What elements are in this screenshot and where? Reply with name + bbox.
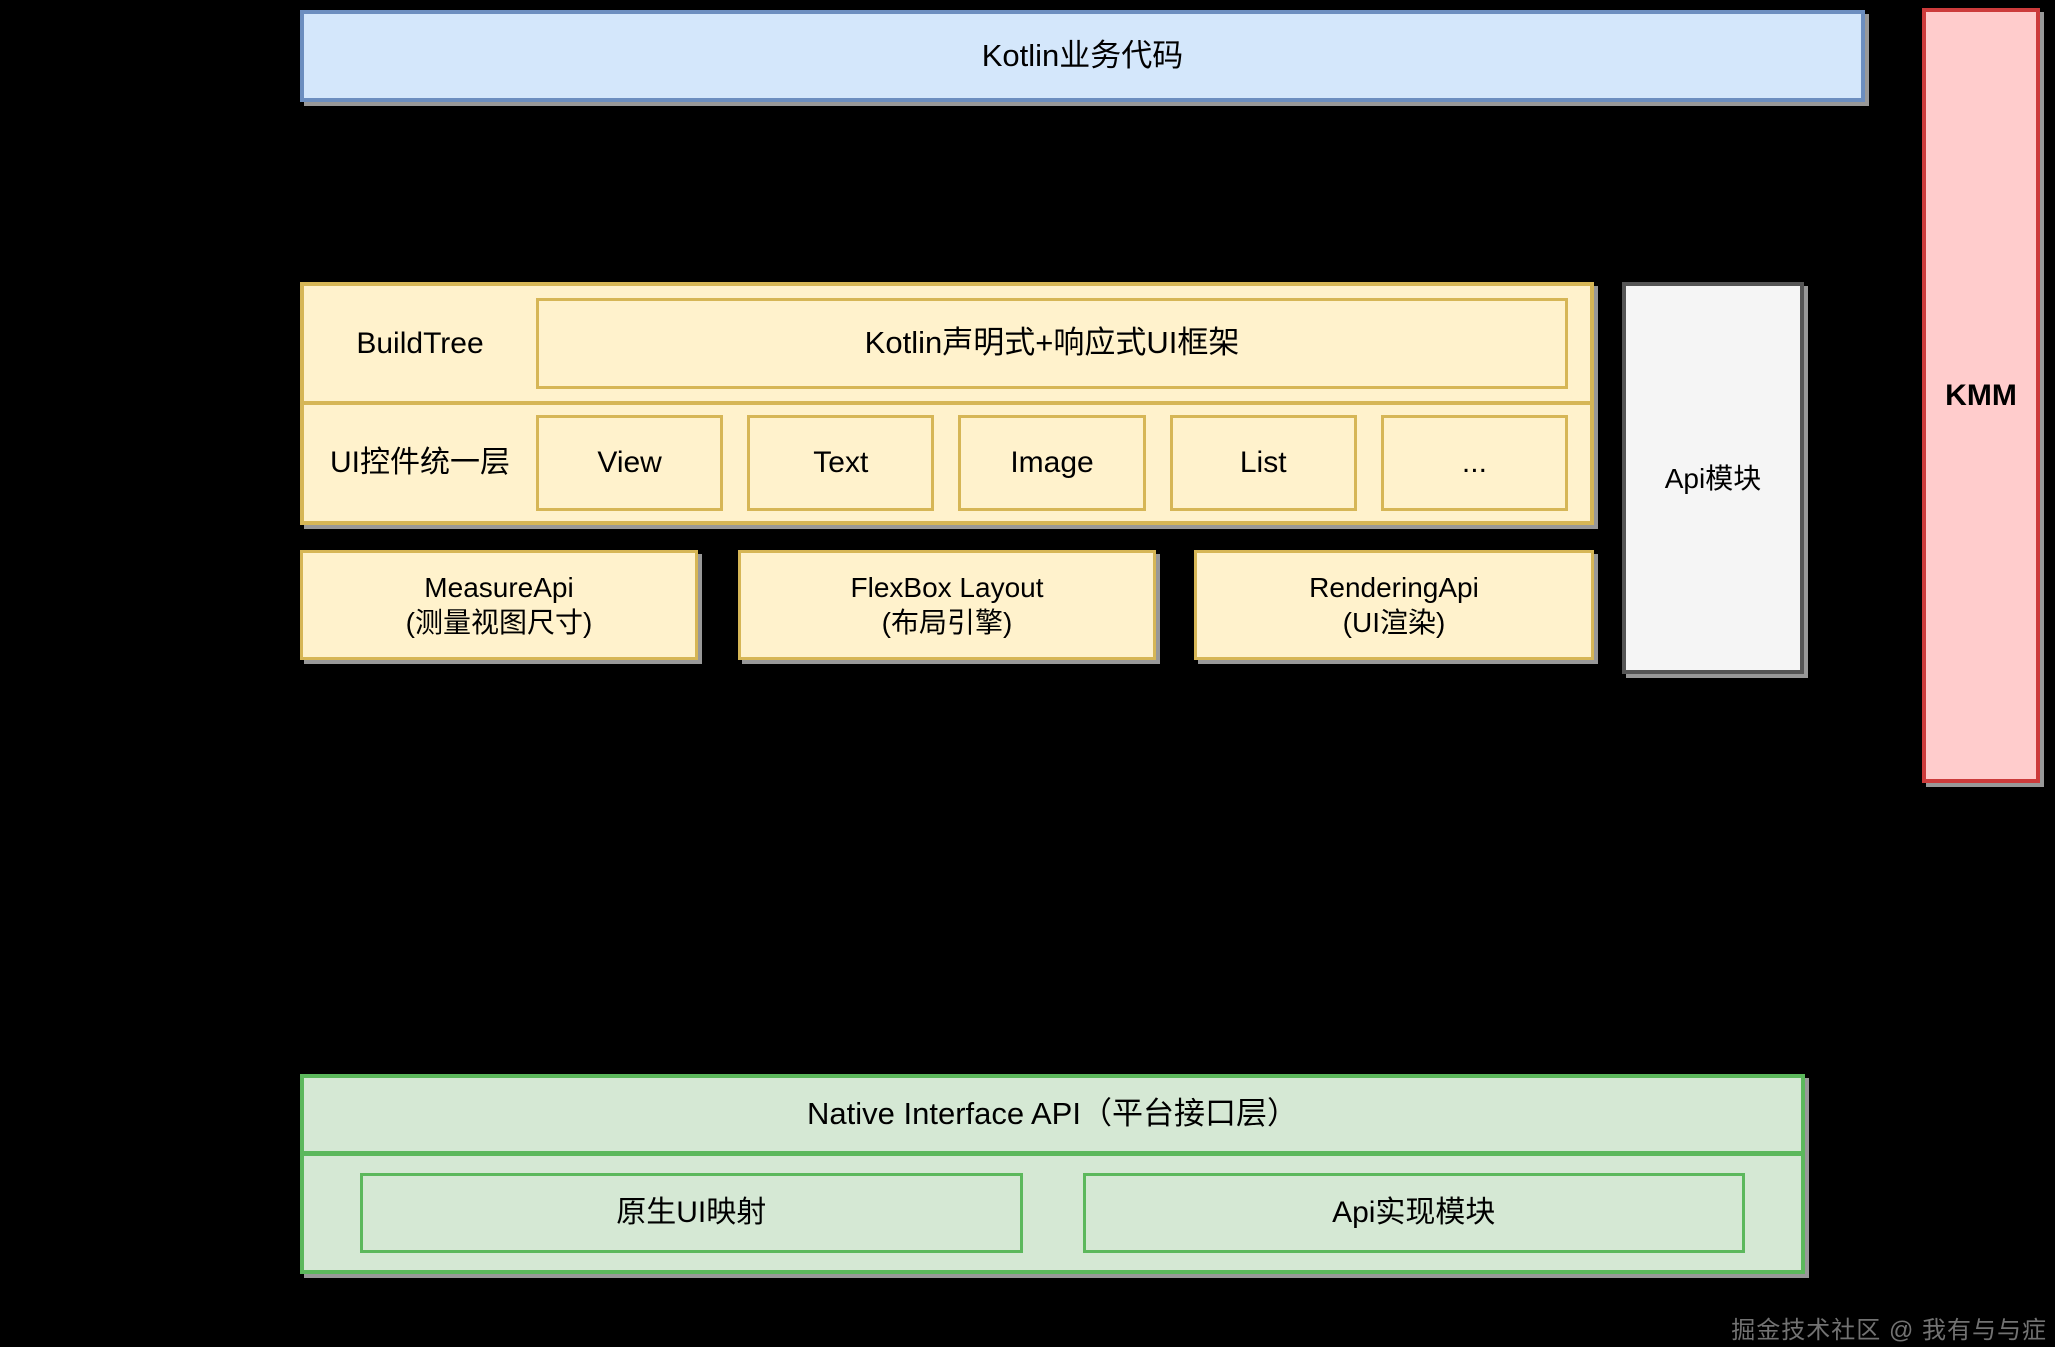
native-interface-api-label: Native Interface API（平台接口层） — [807, 1096, 1298, 1132]
engine-subtitle-rendering-api: (UI渲染) — [1342, 607, 1446, 638]
framework-container: BuildTree Kotlin声明式+响应式UI框架 UI控件统一层 View… — [300, 282, 1594, 525]
kmm-label: KMM — [1945, 378, 2017, 412]
layer-kotlin-business-code: Kotlin业务代码 — [300, 10, 1865, 102]
native-interface-api-container: Native Interface API（平台接口层） 原生UI映射 Api实现… — [300, 1074, 1805, 1274]
widget-box-list: List — [1169, 415, 1357, 511]
engine-title-flexbox-layout: FlexBox Layout — [850, 572, 1044, 603]
native-module-api-impl: Api实现模块 — [1082, 1173, 1745, 1253]
api-module-label: Api模块 — [1664, 462, 1762, 494]
native-module-row: 原生UI映射 Api实现模块 — [304, 1156, 1801, 1270]
build-tree-label: BuildTree — [356, 326, 484, 360]
widget-box-image: Image — [958, 415, 1146, 511]
engine-subtitle-measure-api: (测量视图尺寸) — [405, 607, 593, 638]
declarative-ui-framework-label: Kotlin声明式+响应式UI框架 — [864, 325, 1240, 361]
native-interface-api-header: Native Interface API（平台接口层） — [304, 1078, 1801, 1156]
engine-title-rendering-api: RenderingApi — [1309, 572, 1479, 603]
widget-label-text: Text — [813, 446, 869, 480]
framework-row-widget-layer: UI控件统一层 View Text Image List ... — [304, 405, 1590, 521]
native-module-api-impl-label: Api实现模块 — [1332, 1196, 1496, 1230]
engine-subtitle-flexbox-layout: (布局引擎) — [881, 607, 1013, 638]
native-module-ui-mapping-label: 原生UI映射 — [616, 1196, 767, 1230]
framework-row-build-tree: BuildTree Kotlin声明式+响应式UI框架 — [304, 286, 1590, 405]
engine-box-rendering-api: RenderingApi (UI渲染) — [1194, 550, 1594, 660]
engine-box-flexbox-layout: FlexBox Layout (布局引擎) — [738, 550, 1156, 660]
engine-box-measure-api: MeasureApi (测量视图尺寸) — [300, 550, 698, 660]
widget-list: View Text Image List ... — [536, 415, 1569, 511]
widget-label-ellipsis: ... — [1461, 446, 1487, 480]
widget-label-list: List — [1239, 446, 1287, 480]
widget-layer-label: UI控件统一层 — [330, 446, 510, 480]
engine-title-measure-api: MeasureApi — [424, 572, 574, 603]
widget-label-image: Image — [1010, 446, 1094, 480]
widget-box-ellipsis: ... — [1380, 415, 1569, 511]
native-module-ui-mapping: 原生UI映射 — [360, 1173, 1023, 1253]
widget-box-text: Text — [747, 415, 935, 511]
api-module-box: Api模块 — [1622, 282, 1804, 674]
declarative-ui-framework-box: Kotlin声明式+响应式UI框架 — [536, 298, 1568, 389]
watermark-text: 掘金技术社区 @ 我有与与症 — [1731, 1317, 2047, 1344]
widget-box-view: View — [536, 415, 724, 511]
kmm-scope-box: KMM — [1922, 8, 2040, 783]
layer-kotlin-business-code-label: Kotlin业务代码 — [981, 37, 1184, 73]
widget-label-view: View — [597, 446, 662, 480]
